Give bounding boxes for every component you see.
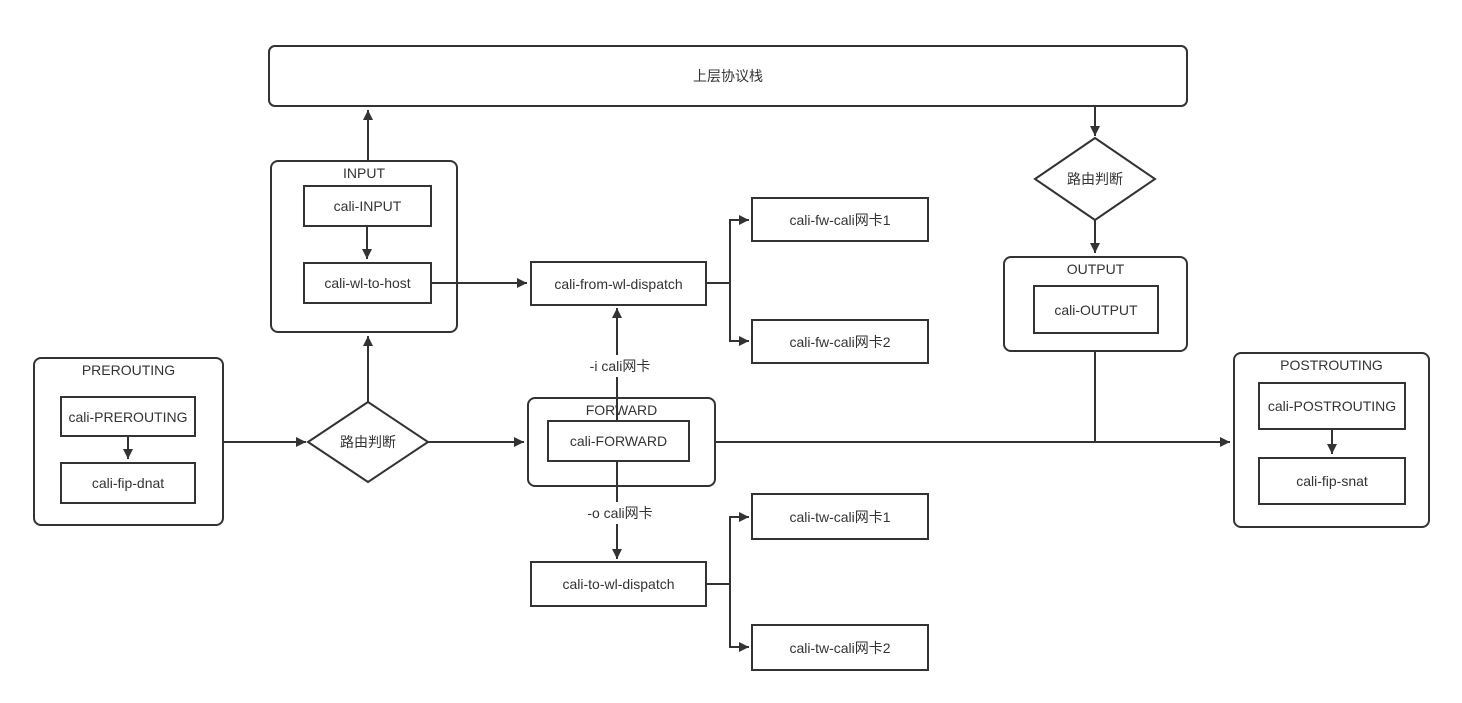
- node-cali-fw-nic1: cali-fw-cali网卡1: [751, 197, 929, 242]
- node-cali-tw-nic1: cali-tw-cali网卡1: [751, 493, 929, 540]
- decision-label-left: 路由判断: [340, 434, 396, 450]
- group-prerouting: PREROUTING: [33, 357, 224, 526]
- node-cali-tw-nic2: cali-tw-cali网卡2: [751, 624, 929, 671]
- node-upper-protocol-stack: 上层协议栈: [268, 45, 1188, 107]
- group-postrouting: POSTROUTING: [1233, 352, 1430, 528]
- node-cali-input: cali-INPUT: [303, 185, 432, 227]
- node-cali-wl-to-host: cali-wl-to-host: [303, 262, 432, 304]
- decision-label-right: 路由判断: [1067, 171, 1123, 187]
- group-output-title: OUTPUT: [1066, 261, 1125, 277]
- group-forward: FORWARD: [527, 397, 716, 487]
- node-cali-from-wl-dispatch: cali-from-wl-dispatch: [530, 261, 707, 306]
- group-input-title: INPUT: [343, 165, 385, 181]
- node-cali-to-wl-dispatch: cali-to-wl-dispatch: [530, 561, 707, 607]
- group-output: OUTPUT: [1003, 256, 1188, 352]
- group-prerouting-title: PREROUTING: [81, 362, 176, 378]
- arrow-todispatch-to-tw1: [707, 512, 749, 585]
- node-cali-fw-nic2: cali-fw-cali网卡2: [751, 319, 929, 364]
- edge-label-output-iface: -o cali网卡: [584, 502, 656, 524]
- group-forward-title: FORWARD: [585, 402, 658, 418]
- decision-diamond-right: [1033, 136, 1157, 222]
- edge-label-input-iface: -i cali网卡: [586, 355, 654, 377]
- group-input: INPUT: [270, 160, 458, 333]
- arrow-fromdispatch-to-fw2: [729, 283, 749, 346]
- node-cali-output: cali-OUTPUT: [1033, 285, 1159, 334]
- node-cali-postrouting: cali-POSTROUTING: [1258, 382, 1406, 430]
- arrow-todispatch-to-tw2: [729, 584, 749, 652]
- node-cali-fip-snat: cali-fip-snat: [1258, 457, 1406, 505]
- node-cali-forward: cali-FORWARD: [547, 420, 690, 462]
- group-postrouting-title: POSTROUTING: [1280, 357, 1383, 373]
- arrow-fromdispatch-to-fw1: [707, 215, 749, 284]
- decision-diamond-left: [306, 400, 430, 484]
- node-cali-prerouting: cali-PREROUTING: [60, 396, 196, 437]
- node-cali-fip-dnat: cali-fip-dnat: [60, 462, 196, 504]
